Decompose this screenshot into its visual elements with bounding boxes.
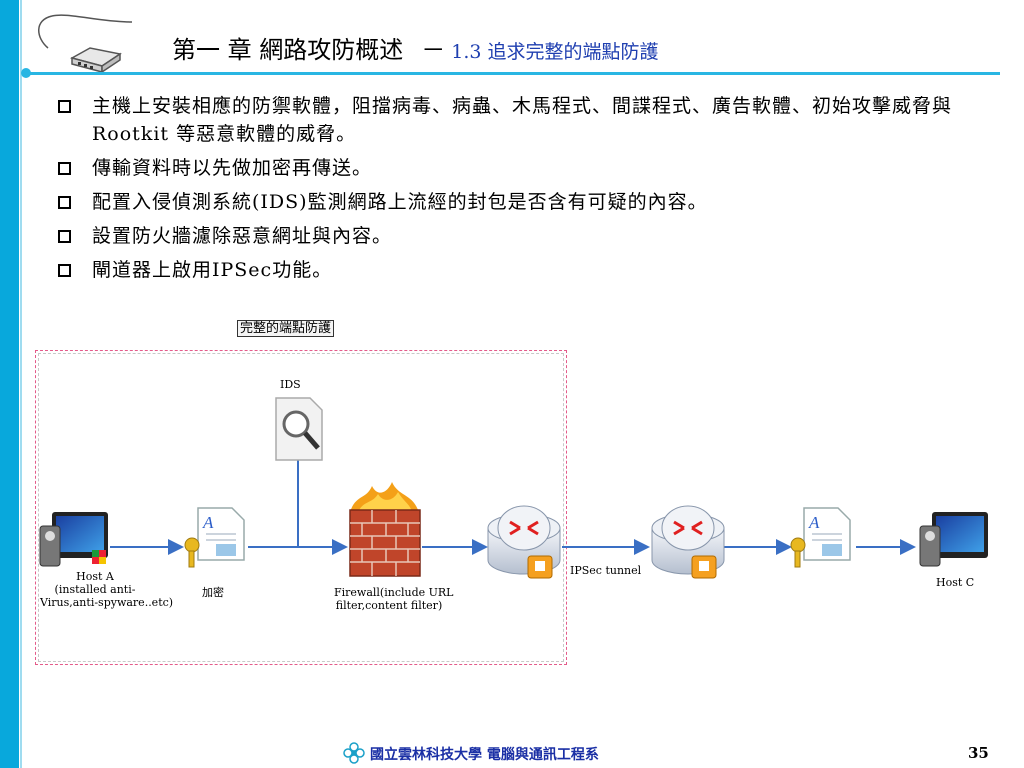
firewall-icon bbox=[349, 482, 421, 577]
router-a-icon bbox=[487, 505, 561, 579]
host-c-computer-icon bbox=[919, 512, 988, 567]
router-b-icon bbox=[651, 505, 725, 579]
firewall-label: Firewall(include URL filter,content filt… bbox=[334, 586, 454, 612]
bullet-square-icon bbox=[58, 230, 71, 243]
diagram-caption: 完整的端點防護 bbox=[237, 320, 335, 337]
ids-magnifier-icon bbox=[275, 397, 323, 461]
decryption-document-icon: A bbox=[790, 507, 851, 568]
ipsec-tunnel-label: IPSec tunnel bbox=[570, 564, 642, 577]
section-title: 1.3 追求完整的端點防護 bbox=[451, 41, 659, 63]
bullet-list: 主機上安裝相應的防禦軟體，阻擋病毒、病蟲、木馬程式、間諜程式、廣告軟體、初始攻擊… bbox=[58, 92, 998, 290]
host-a-computer-icon bbox=[39, 512, 108, 567]
host-c-label: Host C bbox=[936, 576, 975, 589]
title-rule bbox=[24, 72, 1000, 75]
svg-text:A: A bbox=[202, 513, 214, 532]
slide-title: 第一 章 網路攻防概述 －1.3 追求完整的端點防護 bbox=[172, 30, 659, 65]
bullet-square-icon bbox=[58, 196, 71, 209]
bullet-item: 主機上安裝相應的防禦軟體，阻擋病毒、病蟲、木馬程式、間諜程式、廣告軟體、初始攻擊… bbox=[58, 92, 998, 148]
connection-lines bbox=[110, 460, 916, 555]
bullet-item: 傳輸資料時以先做加密再傳送。 bbox=[58, 154, 998, 182]
left-accent-bar bbox=[0, 0, 19, 768]
bullet-square-icon bbox=[58, 264, 71, 277]
title-separator: － bbox=[421, 36, 446, 64]
bullet-square-icon bbox=[58, 100, 71, 113]
encrypt-label: 加密 bbox=[202, 586, 224, 599]
bullet-item: 設置防火牆濾除惡意網址與內容。 bbox=[58, 222, 998, 250]
svg-text:A: A bbox=[808, 513, 820, 532]
encryption-document-icon: A bbox=[184, 507, 245, 568]
left-accent-line bbox=[20, 0, 22, 768]
network-hub-icon bbox=[38, 14, 133, 74]
bullet-item: 閘道器上啟用IPSec功能。 bbox=[58, 256, 998, 284]
footer-organization: 國立雲林科技大學 電腦與通訊工程系 bbox=[370, 747, 599, 763]
bullet-square-icon bbox=[58, 162, 71, 175]
endpoint-protection-box bbox=[35, 350, 567, 665]
page-number: 35 bbox=[968, 744, 989, 762]
host-a-label: Host A (installed anti- Virus,anti-spywa… bbox=[40, 570, 174, 609]
chapter-title: 第一 章 網路攻防概述 bbox=[172, 36, 404, 64]
ids-label: IDS bbox=[280, 378, 301, 391]
bullet-item: 配置入侵偵測系統(IDS)監測網路上流經的封包是否含有可疑的內容。 bbox=[58, 188, 998, 216]
university-flower-icon bbox=[343, 742, 365, 764]
